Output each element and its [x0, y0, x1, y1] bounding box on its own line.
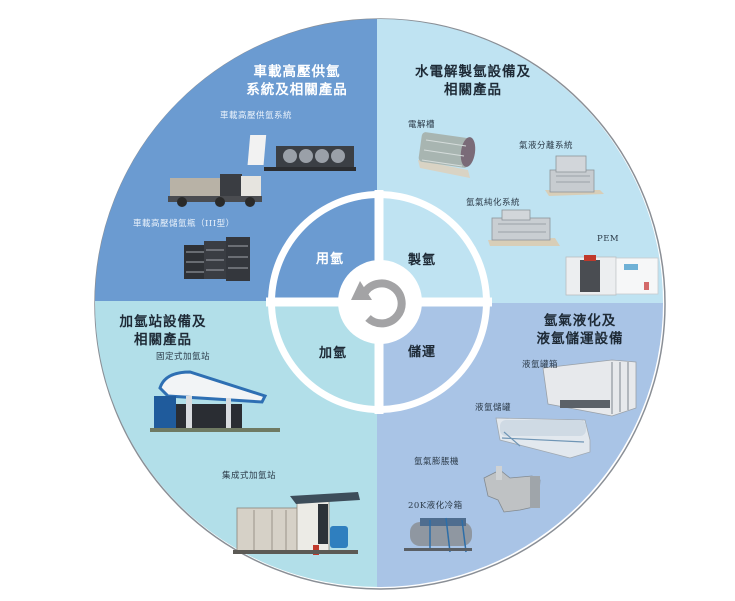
quadrant-title-liquefaction: 氫氣液化及 液氫儲運設備	[525, 312, 635, 348]
title-line-1: 加氫站設備及	[119, 314, 207, 330]
pem-cabinet-image	[565, 255, 659, 296]
hydrogen-cylinder-racks-image	[184, 237, 250, 281]
segment-label-storage: 儲運	[407, 345, 436, 360]
product-label-fixed-station: 固定式加氫站	[156, 352, 211, 362]
integrated-refueling-station-image	[233, 492, 360, 555]
product-label-lh2-storage-tank: 液氫儲罐	[475, 403, 512, 413]
product-label-lh2-tank-container: 液氫罐箱	[522, 360, 559, 370]
segment-label-refueling: 加氫	[318, 346, 347, 361]
hydrogen-expander-image	[483, 466, 541, 513]
product-label-20k-cold-box: 20K液化冷箱	[408, 501, 463, 511]
title-line-2: 系統及相關產品	[246, 82, 348, 98]
center-disc	[338, 260, 422, 344]
product-label-gas-liquid-separator: 氣液分離系統	[519, 141, 574, 151]
title-line-1: 氫氣液化及	[543, 313, 617, 329]
title-line-2: 相關產品	[444, 82, 502, 98]
product-label-electrolyzer: 電解槽	[408, 120, 436, 130]
segment-label-production: 製氫	[407, 253, 436, 268]
product-label-integrated-station: 集成式加氫站	[222, 471, 277, 481]
product-label-type-iii-cylinder: 車載高壓儲氫瓶（III型）	[133, 219, 235, 229]
quadrant-title-refueling-station: 加氫站設備及 相關產品	[108, 313, 218, 349]
liquid-hydrogen-tank-container-image	[542, 359, 637, 417]
truck-chassis-with-tanks-image	[247, 135, 356, 171]
outer-outline	[94, 18, 666, 590]
product-label-pem: PEM	[597, 234, 620, 244]
title-line-2: 液氫儲運設備	[536, 331, 624, 347]
product-label-hydrogen-expander: 氫氣膨脹機	[414, 457, 460, 467]
gas-liquid-separator-image	[545, 155, 604, 196]
segment-label-use: 用氫	[315, 252, 344, 267]
title-line-1: 水電解製氫設備及	[415, 64, 531, 80]
product-label-vehicle-hydrogen-supply-system: 車載高壓供氫系統	[220, 111, 293, 121]
hydrogen-purifier-image	[488, 209, 560, 246]
20k-liquefaction-cold-box-image	[404, 517, 472, 553]
product-label-hydrogen-purifier: 氫氣純化系統	[466, 198, 521, 208]
title-line-2: 相關產品	[134, 332, 192, 348]
electrolyzer-image	[418, 132, 476, 178]
cycle-refresh-icon	[351, 279, 406, 328]
quadrant-title-electrolysis: 水電解製氫設備及 相關產品	[398, 63, 548, 99]
liquid-hydrogen-storage-tank-image	[495, 417, 591, 459]
dump-truck-with-tanks-image	[168, 174, 262, 207]
fixed-refueling-station-image	[150, 370, 280, 432]
title-line-1: 車載高壓供氫	[253, 64, 341, 80]
quadrant-title-vehicle-hydrogen-supply: 車載高壓供氫 系統及相關產品	[222, 63, 372, 99]
